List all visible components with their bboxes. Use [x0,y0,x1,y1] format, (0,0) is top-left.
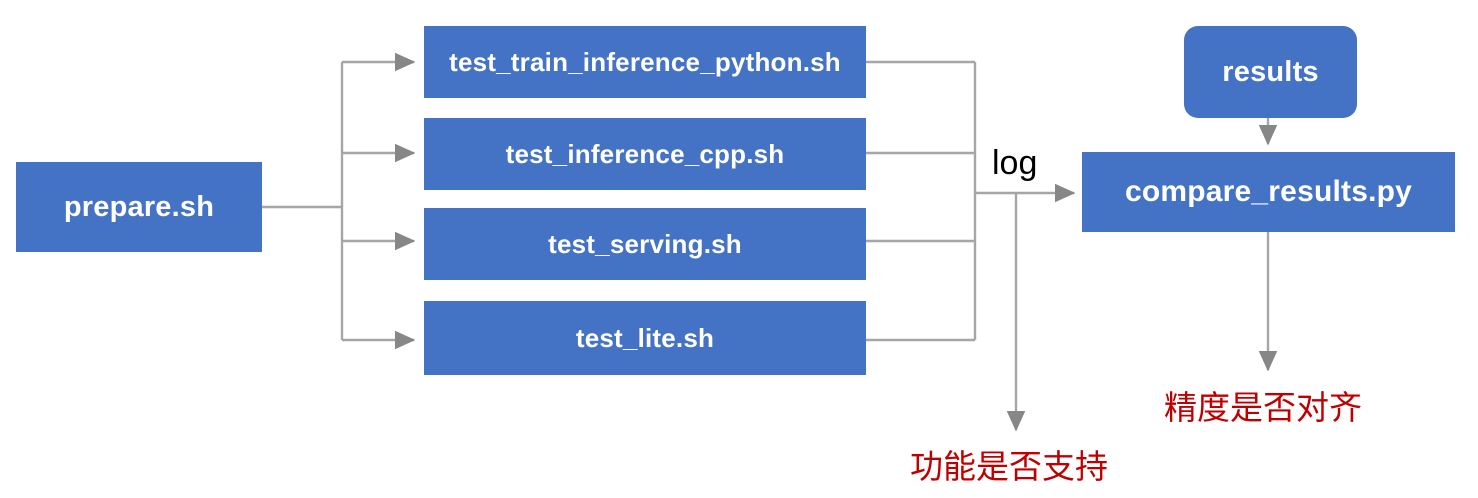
node-test-inference-cpp-sh[interactable]: test_inference_cpp.sh [424,118,866,190]
node-compare-results-py[interactable]: compare_results.py [1082,152,1455,232]
node-test-lite-sh[interactable]: test_lite.sh [424,301,866,375]
node-prepare-sh[interactable]: prepare.sh [16,162,262,252]
annotation-precision-aligned: 精度是否对齐 [1164,389,1362,426]
node-label: results [1222,55,1319,88]
node-results[interactable]: results [1184,26,1357,118]
node-label: test_serving.sh [548,228,742,259]
node-test-serving-sh[interactable]: test_serving.sh [424,208,866,280]
node-test-train-inference-python-sh[interactable]: test_train_inference_python.sh [424,26,866,98]
annotation-function-supported: 功能是否支持 [910,448,1108,485]
node-label: test_train_inference_python.sh [449,46,841,77]
node-label: test_inference_cpp.sh [505,138,785,169]
edge-label-log: log [992,144,1038,182]
node-label: prepare.sh [63,190,215,223]
node-label: test_lite.sh [575,322,715,353]
node-label: compare_results.py [1124,175,1413,208]
